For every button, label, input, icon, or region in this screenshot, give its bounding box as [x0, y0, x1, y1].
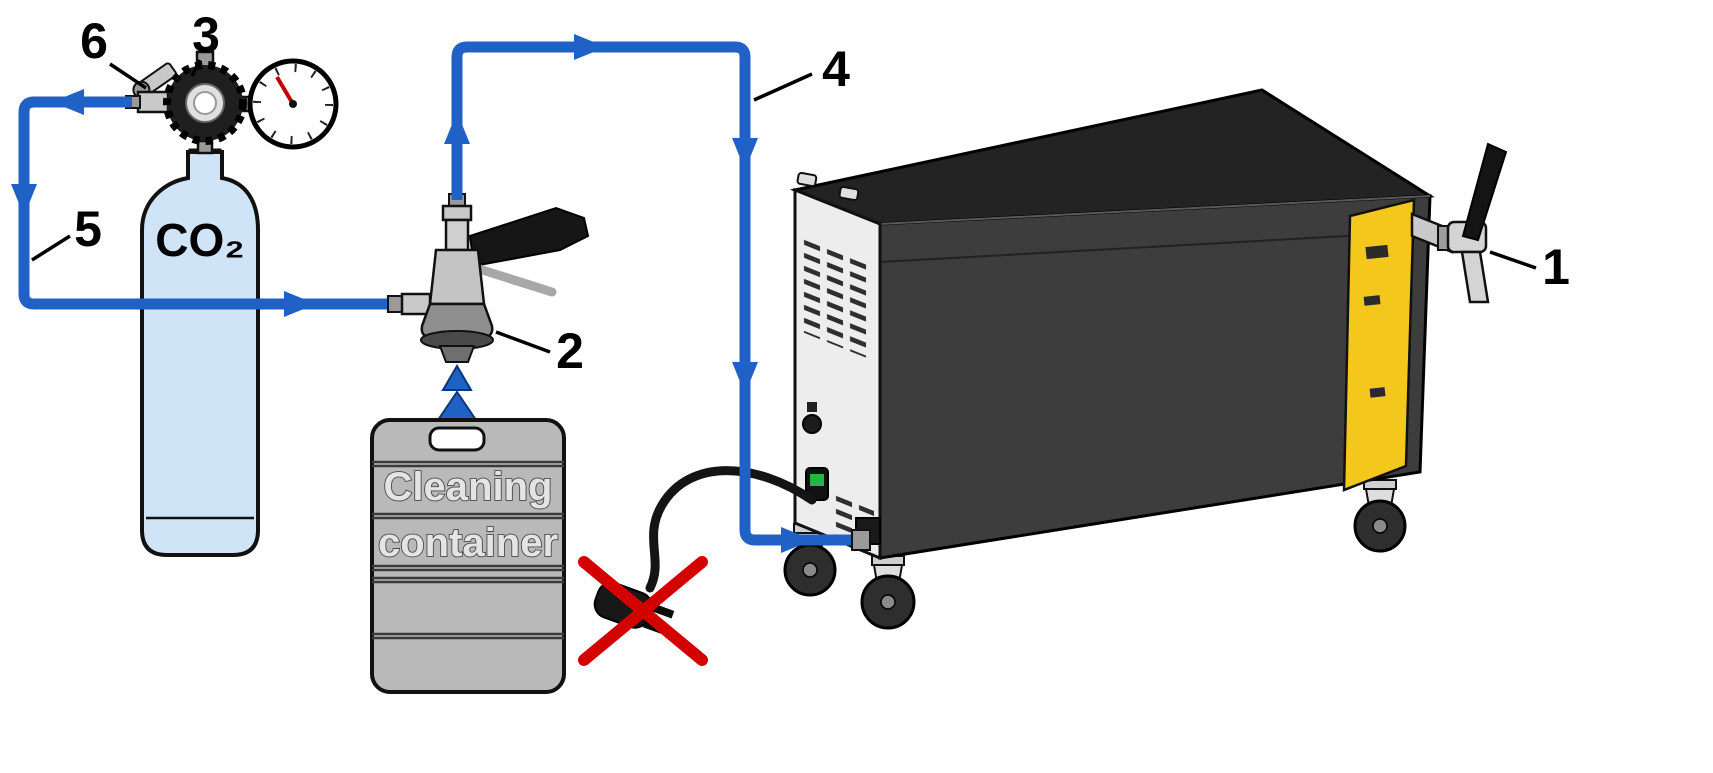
wheel-hub	[880, 594, 896, 610]
regulator-knurl	[163, 61, 247, 145]
coupler-handle-grip	[468, 206, 590, 268]
power-switch-light	[810, 474, 824, 486]
caster-wheel	[860, 555, 916, 630]
coupler-body	[428, 248, 486, 306]
flow-arrow-icon	[436, 390, 478, 421]
flow-arrow-icon	[441, 364, 473, 391]
flow-arrow-icon	[11, 184, 37, 216]
gauge-needle	[275, 75, 295, 106]
keg-ribs	[372, 460, 564, 640]
callout-5-label: 5	[74, 201, 102, 257]
callout-6-valve: 6	[80, 13, 147, 90]
vent-grille-top	[802, 236, 870, 360]
bottle-body	[140, 150, 260, 557]
gauge-ticks	[253, 64, 333, 144]
control-knob	[802, 414, 822, 434]
flow-arrow-icon	[732, 138, 758, 170]
power-cord	[645, 466, 817, 593]
flow-arrow-icon	[284, 291, 316, 317]
panel-sticker	[1365, 244, 1389, 260]
callouts: 1 2 3 4 5 6	[31, 7, 1570, 379]
hose-fitting	[851, 529, 871, 551]
pressure-gauge-icon	[247, 58, 339, 150]
regulator-bore	[193, 91, 217, 115]
knob-stem	[807, 402, 817, 412]
co2-label: CO₂	[155, 214, 244, 266]
callout-2-coupler: 2	[495, 323, 584, 379]
coupler-neck	[444, 218, 470, 252]
wheel-hub	[1372, 518, 1388, 534]
power-cord-assembly	[578, 466, 817, 666]
wheel-hub	[802, 562, 818, 578]
caster-wheel	[1353, 479, 1407, 553]
keg-coupler	[400, 193, 590, 421]
flow-arrow-icon	[444, 112, 470, 144]
panel-sticker	[1369, 387, 1386, 398]
warning-panel	[1342, 198, 1416, 492]
lid-hinge	[796, 171, 818, 187]
dispense-hose	[444, 34, 871, 553]
flow-arrow-icon	[732, 362, 758, 394]
container-label-line1: Cleaning	[384, 465, 553, 509]
machine-ridge-highlight	[879, 195, 1431, 225]
tap-spout	[1460, 250, 1490, 304]
coupler-top-nut	[441, 204, 473, 222]
pressure-regulator	[125, 50, 339, 155]
callout-5-hose: 5	[31, 201, 102, 262]
panel-sticker	[1363, 295, 1381, 306]
no-power-x-icon	[578, 556, 708, 666]
callout-3-regulator: 3	[190, 7, 220, 77]
callout-3-label: 3	[192, 7, 220, 63]
cleaning-container: Cleaning container	[370, 418, 566, 694]
machine-seam	[879, 231, 1419, 263]
flow-arrow-icon	[574, 34, 606, 60]
dispenser-machine	[783, 88, 1508, 630]
gauge-pivot	[289, 100, 297, 108]
coupler-side-inlet	[400, 292, 432, 316]
container-label-line2: container	[378, 521, 558, 565]
co2-hose	[11, 89, 405, 317]
lid-hinge	[838, 185, 860, 201]
callout-4-label: 4	[822, 41, 850, 97]
coupler-probe	[438, 345, 476, 363]
keg-handle-slot	[428, 426, 486, 452]
callout-1-label: 1	[1542, 239, 1570, 295]
co2-bottle: CO₂	[140, 148, 260, 557]
callout-4-hose: 4	[753, 41, 850, 102]
flow-arrow-icon	[781, 527, 813, 553]
flow-arrow-icon	[52, 89, 84, 115]
coupler-handle-lever	[471, 263, 557, 297]
callout-1-tap: 1	[1489, 239, 1570, 295]
keg-body	[370, 418, 566, 694]
callout-6-label: 6	[80, 13, 108, 69]
callout-2-label: 2	[556, 323, 584, 379]
dispensing-tap	[1410, 142, 1508, 304]
tap-handle	[1461, 142, 1508, 242]
